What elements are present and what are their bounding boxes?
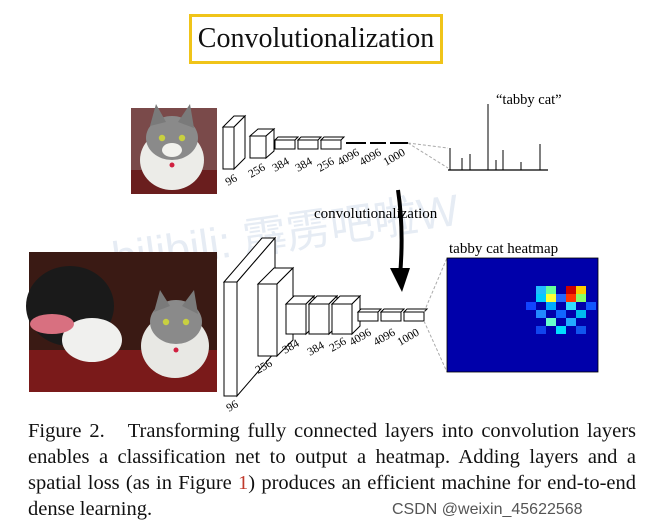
bottom-label-4096b: 4096 xyxy=(372,327,398,349)
top-label-4096b: 4096 xyxy=(358,147,384,169)
dog-cat-image xyxy=(26,252,217,392)
caption-figure-ref[interactable]: 1 xyxy=(238,472,249,494)
top-output-label: “tabby cat” xyxy=(496,92,562,108)
caption-figure-number: Figure 2. xyxy=(28,420,105,442)
top-label-384b: 384 xyxy=(294,155,315,174)
top-label-256: 256 xyxy=(247,161,268,180)
bottom-label-1000: 1000 xyxy=(396,327,422,349)
caption-text-after: ) produces an efficient machine for end-… xyxy=(28,472,636,520)
convolutionalization-arrow xyxy=(390,189,410,292)
top-network xyxy=(221,104,548,171)
diagram-title-text: Convolutionalization xyxy=(197,23,435,54)
csdn-watermark: CSDN @weixin_45622568 xyxy=(392,501,583,518)
heatmap xyxy=(446,257,599,373)
top-label-1000: 1000 xyxy=(382,147,408,169)
top-label-256b: 256 xyxy=(316,155,337,174)
top-label-96: 96 xyxy=(224,172,240,188)
figure-caption: Figure 2. Transforming fully connected l… xyxy=(28,418,636,522)
diagram-title: Convolutionalization xyxy=(189,14,443,64)
bottom-label-96: 96 xyxy=(225,398,241,414)
top-label-384a: 384 xyxy=(271,155,292,174)
bottom-label-384b: 384 xyxy=(306,339,327,358)
heatmap-label: tabby cat heatmap xyxy=(449,241,558,257)
caption-text-before: Transforming fully connected layers into… xyxy=(28,420,637,494)
bottom-network xyxy=(222,236,448,398)
arrow-label: convolutionalization xyxy=(314,206,438,222)
cat-image-top xyxy=(131,104,217,194)
bottom-label-256b: 256 xyxy=(328,335,349,354)
